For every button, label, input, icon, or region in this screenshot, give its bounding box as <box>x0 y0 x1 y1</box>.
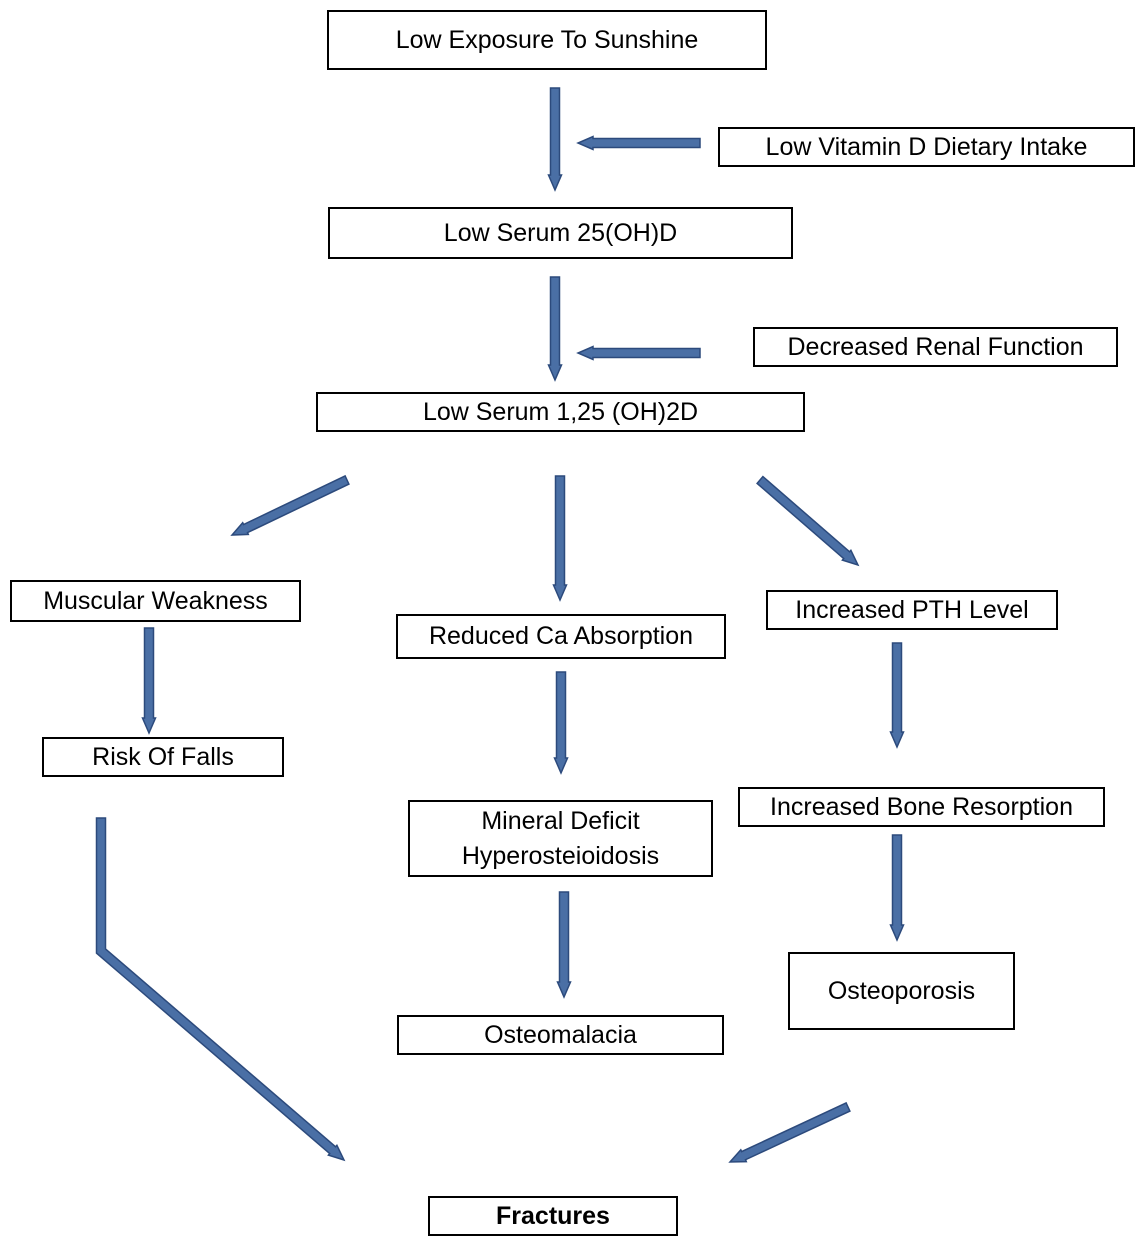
node-low-sunshine: Low Exposure To Sunshine <box>327 10 767 70</box>
node-mineral-deficit: Mineral Deficit Hyperosteioidosis <box>408 800 713 877</box>
arrow-reduced-ca-to-mineral <box>553 671 569 775</box>
node-risk-of-falls: Risk Of Falls <box>42 737 284 777</box>
node-low-serum-125ohd-label: Low Serum 1,25 (OH)2D <box>422 397 699 426</box>
arrow-renal-to-main <box>576 345 701 361</box>
node-increased-bone-resorption-label: Increased Bone Resorption <box>770 792 1073 821</box>
arrow-sunshine-to-25ohd <box>547 87 563 192</box>
node-mineral-deficit-line2: Hyperosteioidosis <box>461 841 660 870</box>
arrow-resorption-to-osteoporosis <box>889 834 905 942</box>
node-increased-pth-level-label: Increased PTH Level <box>795 595 1029 624</box>
node-low-vitamin-d-intake-label: Low Vitamin D Dietary Intake <box>765 132 1088 161</box>
arrow-125ohd-to-reduced-ca <box>552 475 568 602</box>
node-low-sunshine-label: Low Exposure To Sunshine <box>395 25 699 54</box>
node-mineral-deficit-line1: Mineral Deficit <box>481 806 640 835</box>
arrow-pth-to-resorption <box>889 642 905 749</box>
node-osteoporosis-label: Osteoporosis <box>827 976 976 1005</box>
arrow-25ohd-to-125ohd <box>547 276 563 382</box>
node-low-serum-25ohd: Low Serum 25(OH)D <box>328 207 793 259</box>
node-low-serum-125ohd: Low Serum 1,25 (OH)2D <box>316 392 805 432</box>
arrow-mineral-to-osteomalacia <box>556 891 572 999</box>
node-muscular-weakness: Muscular Weakness <box>10 580 301 622</box>
node-fractures: Fractures <box>428 1196 678 1236</box>
arrow-125ohd-to-muscular <box>230 474 350 536</box>
arrow-falls-to-fractures <box>95 817 346 1162</box>
arrow-125ohd-to-pth <box>756 475 860 567</box>
arrow-osteoporosis-to-fractures <box>728 1101 851 1163</box>
arrow-vitd-intake-to-main <box>576 135 701 151</box>
node-osteomalacia-label: Osteomalacia <box>484 1020 637 1049</box>
node-low-vitamin-d-intake: Low Vitamin D Dietary Intake <box>718 127 1135 167</box>
node-osteoporosis: Osteoporosis <box>788 952 1015 1030</box>
node-muscular-weakness-label: Muscular Weakness <box>43 586 268 615</box>
node-reduced-ca-absorption-label: Reduced Ca Absorption <box>428 622 694 650</box>
node-risk-of-falls-label: Risk Of Falls <box>92 742 234 771</box>
node-low-serum-25ohd-label: Low Serum 25(OH)D <box>443 218 678 247</box>
node-reduced-ca-absorption: Reduced Ca Absorption <box>396 614 726 659</box>
node-fractures-label: Fractures <box>496 1201 610 1230</box>
node-decreased-renal-function: Decreased Renal Function <box>753 327 1118 367</box>
node-decreased-renal-function-label: Decreased Renal Function <box>787 332 1084 361</box>
arrow-muscular-to-falls <box>141 627 157 735</box>
node-increased-pth-level: Increased PTH Level <box>766 590 1058 630</box>
node-increased-bone-resorption: Increased Bone Resorption <box>738 787 1105 827</box>
node-osteomalacia: Osteomalacia <box>397 1015 724 1055</box>
